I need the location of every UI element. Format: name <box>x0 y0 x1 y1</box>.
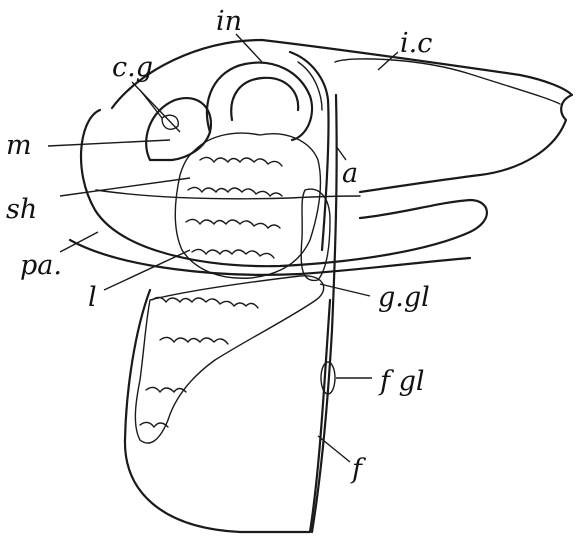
oesophagus-inner <box>298 62 322 110</box>
foot-outline <box>125 290 330 532</box>
mantle-outline <box>81 110 487 266</box>
digestive-gland <box>135 189 330 443</box>
oesophagus <box>290 52 329 250</box>
label-m: m <box>6 130 32 161</box>
label-pa: pa. <box>20 250 62 281</box>
label-a: a <box>342 158 358 189</box>
label-in: in <box>216 6 242 37</box>
body-right-edge <box>312 95 337 532</box>
label-ggl: g.gl <box>378 282 430 313</box>
liver <box>175 133 320 278</box>
label-ic: i.c <box>400 28 432 59</box>
leader-lines <box>48 34 398 462</box>
lower-mantle-edge <box>70 240 470 275</box>
intestine-loop <box>207 63 312 140</box>
label-fgl: f gl <box>378 366 425 397</box>
intestine-loop-inner <box>231 78 298 120</box>
label-f: f <box>350 454 366 485</box>
label-l: l <box>88 282 97 313</box>
label-cg: c.g <box>112 52 153 83</box>
label-sh: sh <box>6 194 37 225</box>
